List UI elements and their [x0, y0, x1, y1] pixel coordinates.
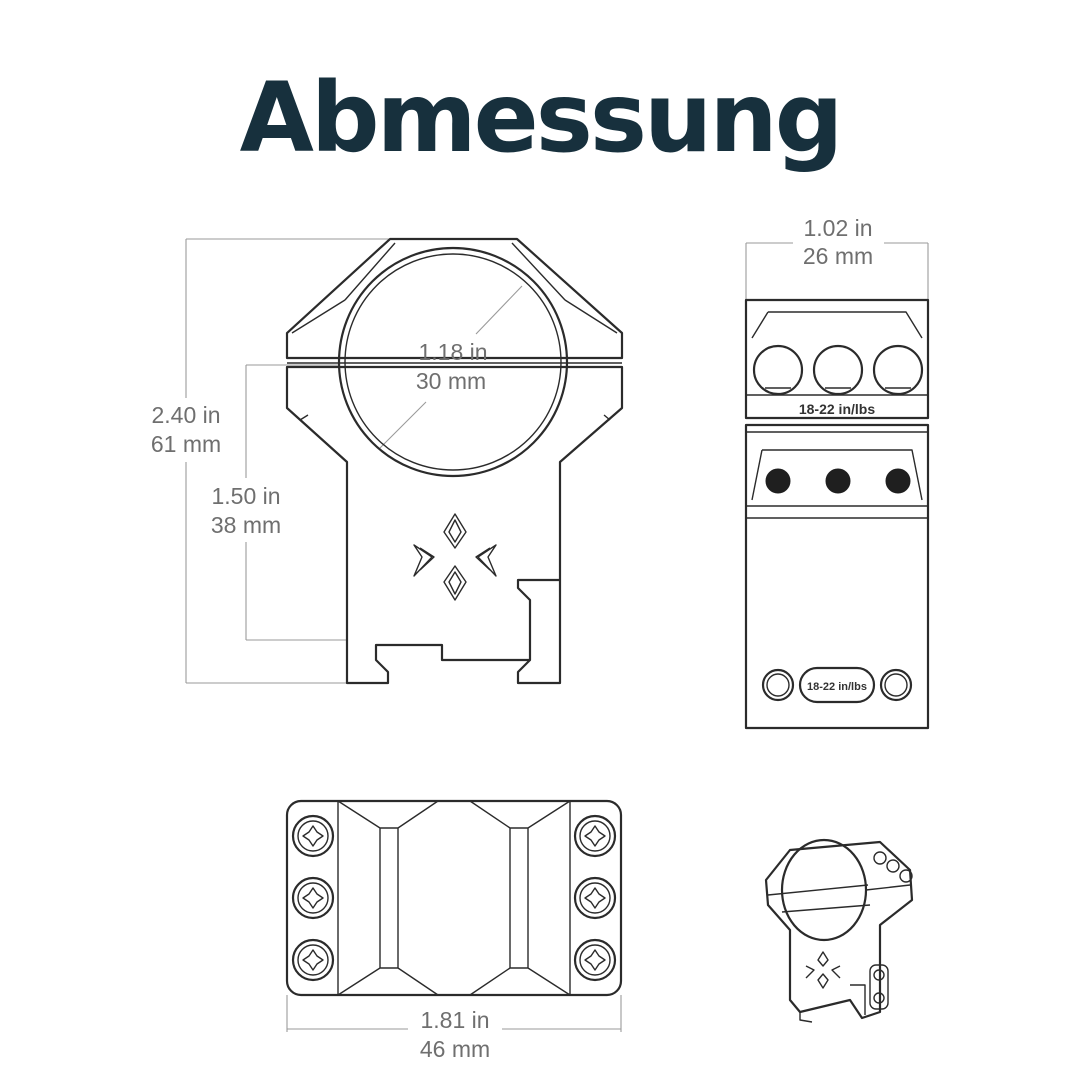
total-height-mm-label: 61 mm [151, 431, 221, 457]
top-screw-right-1-icon [573, 814, 617, 858]
top-view: 1.81 in 46 mm [285, 799, 623, 1062]
ring-diameter-mm-label: 30 mm [416, 368, 486, 394]
brand-logo-icon [413, 513, 497, 601]
tube-hole [337, 246, 569, 478]
base-screw-1 [765, 468, 791, 494]
page-title: Abmessung [239, 62, 844, 174]
width-mm-label: 26 mm [803, 243, 873, 269]
base-cross-bolt-left [761, 668, 795, 702]
center-height-dimension-lines [245, 364, 348, 641]
width-in-label: 1.02 in [803, 215, 872, 241]
length-in-label: 1.81 in [420, 1007, 489, 1033]
base-cross-bolt-right [879, 668, 913, 702]
cap-screw-hole-3 [872, 344, 924, 396]
base-torque-plate [798, 666, 876, 704]
total-height-in-label: 2.40 in [151, 402, 220, 428]
ring-diameter-in-label: 1.18 in [418, 339, 487, 365]
total-height-dimension-lines [185, 238, 390, 684]
top-screw-left-3-icon [291, 938, 335, 982]
ring-cap-outline [285, 237, 624, 360]
top-screw-right-2-icon [573, 876, 617, 920]
iso-base-bolts [869, 964, 889, 1010]
side-view: 1.02 in 26 mm 18-22 in/lbs 18-22 in/lbs [744, 215, 930, 730]
cap-screw-hole-1 [752, 344, 804, 396]
cap-torque-label: 18-22 in/lbs [799, 401, 875, 417]
center-height-mm-label: 38 mm [211, 512, 281, 538]
front-view: 1.18 in 30 mm 2.40 in 61 mm 1.50 in 38 m… [151, 237, 624, 685]
base-torque-label: 18-22 in/lbs [807, 681, 867, 693]
iso-logo-icon [805, 951, 841, 989]
top-screw-left-2-icon [291, 876, 335, 920]
width-dimension-lines [745, 242, 929, 300]
top-view-outline [285, 799, 623, 997]
ring-diameter-line [379, 285, 523, 449]
ring-base-outline [285, 365, 624, 685]
length-mm-label: 46 mm [420, 1036, 490, 1062]
base-screw-2 [825, 468, 851, 494]
cap-screw-hole-2 [812, 344, 864, 396]
isometric-view [764, 838, 914, 1023]
top-screw-left-1-icon [291, 814, 335, 858]
top-screw-right-3-icon [573, 938, 617, 982]
side-base-outline [744, 423, 930, 730]
iso-cap-screws [873, 851, 913, 883]
side-cap-outline [744, 298, 930, 420]
length-dimension-lines [286, 995, 622, 1032]
center-height-in-label: 1.50 in [211, 483, 280, 509]
base-screw-3 [885, 468, 911, 494]
